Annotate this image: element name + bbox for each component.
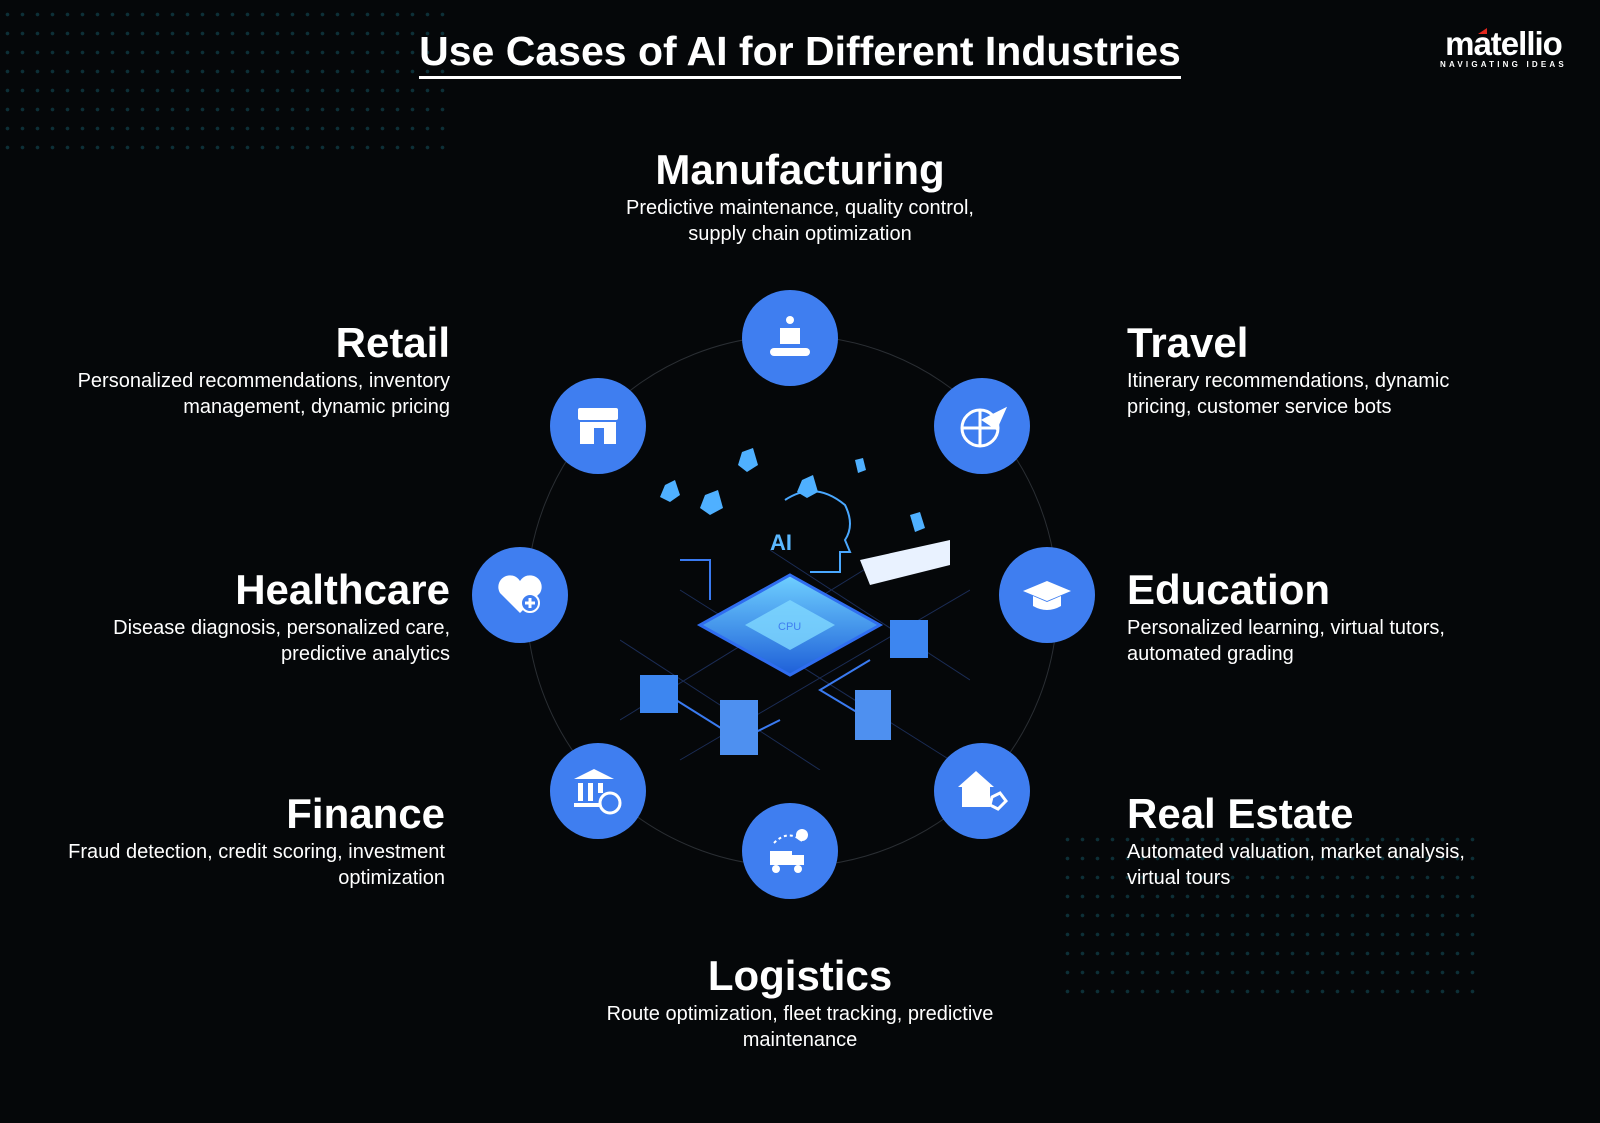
industry-finance: Finance Fraud detection, credit scoring,… bbox=[65, 791, 445, 891]
industry-manufacturing: Manufacturing Predictive maintenance, qu… bbox=[600, 147, 1000, 247]
industry-title: Manufacturing bbox=[655, 146, 945, 193]
bank-dollar-icon bbox=[550, 743, 646, 839]
industry-education: Education Personalized learning, virtual… bbox=[1127, 567, 1507, 667]
ai-head-label: AI bbox=[770, 530, 792, 555]
industry-description: Predictive maintenance, quality control,… bbox=[626, 197, 974, 245]
binary-background-bottom-right bbox=[1060, 830, 1480, 1001]
industry-description: Personalized recommendations, inventory … bbox=[77, 370, 450, 418]
factory-robot-icon bbox=[742, 290, 838, 386]
graduation-cap-icon bbox=[999, 547, 1095, 643]
house-tag-icon bbox=[934, 743, 1030, 839]
industry-travel: Travel Itinerary recommendations, dynami… bbox=[1127, 320, 1507, 420]
industry-description: Disease diagnosis, personalized care, pr… bbox=[113, 617, 450, 665]
industry-title: Travel bbox=[1127, 319, 1249, 366]
page-title: Use Cases of AI for Different Industries bbox=[0, 28, 1600, 79]
industry-description: Fraud detection, credit scoring, investm… bbox=[68, 841, 445, 889]
industry-title: Healthcare bbox=[235, 566, 450, 613]
industry-title: Retail bbox=[335, 319, 450, 366]
industry-description: Route optimization, fleet tracking, pred… bbox=[606, 1003, 994, 1051]
ai-chip-illustration: AI CPU bbox=[620, 448, 970, 770]
industry-healthcare: Healthcare Disease diagnosis, personaliz… bbox=[70, 567, 450, 667]
industry-title: Real Estate bbox=[1127, 790, 1354, 837]
globe-airplane-icon bbox=[934, 378, 1030, 474]
logo-tagline: NAVIGATING IDEAS bbox=[1440, 60, 1567, 69]
industry-title: Finance bbox=[286, 790, 445, 837]
industry-logistics: Logistics Route optimization, fleet trac… bbox=[600, 953, 1000, 1053]
industry-description: Personalized learning, virtual tutors, a… bbox=[1127, 617, 1445, 665]
matellio-logo: matellio NAVIGATING IDEAS bbox=[1440, 27, 1567, 69]
storefront-icon bbox=[550, 378, 646, 474]
logo-name: matellio bbox=[1440, 27, 1567, 60]
industry-retail: Retail Personalized recommendations, inv… bbox=[70, 320, 450, 420]
delivery-route-icon bbox=[742, 803, 838, 899]
industry-description: Itinerary recommendations, dynamic prici… bbox=[1127, 370, 1450, 418]
binary-background-top-left bbox=[0, 5, 450, 157]
industry-real-estate: Real Estate Automated valuation, market … bbox=[1127, 791, 1507, 891]
industry-title: Education bbox=[1127, 566, 1331, 613]
industry-description: Automated valuation, market analysis, vi… bbox=[1127, 841, 1465, 889]
heart-cross-icon bbox=[472, 547, 568, 643]
chip-label: CPU bbox=[778, 621, 801, 633]
industry-title: Logistics bbox=[707, 952, 893, 999]
